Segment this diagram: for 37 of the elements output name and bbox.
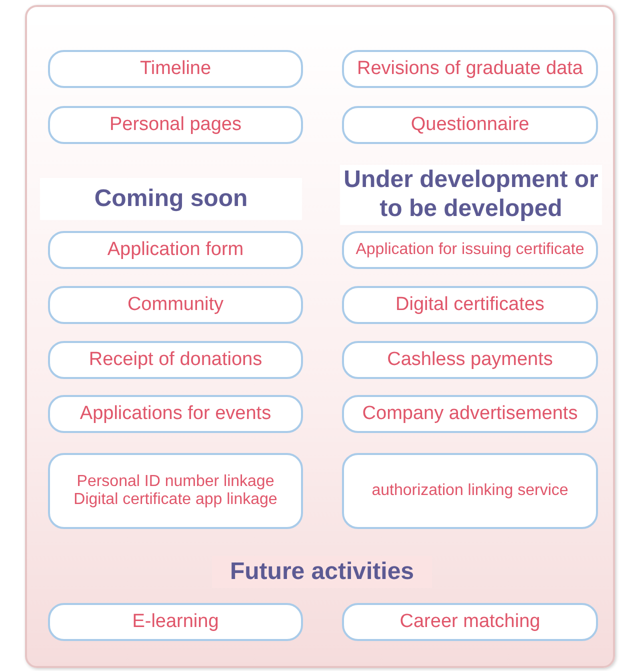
feature-label: Career matching	[400, 611, 540, 633]
feature-label: Personal ID number linkage	[76, 472, 274, 491]
feature-label: Applications for events	[80, 403, 272, 425]
feature-label: authorization linking service	[372, 482, 568, 500]
feature-pill	[342, 50, 598, 88]
feature-pill	[342, 286, 598, 324]
panel-background	[25, 5, 615, 668]
feature-pill	[342, 453, 598, 529]
feature-label: Digital certificates	[396, 294, 544, 316]
feature-pill	[48, 231, 303, 269]
feature-label: Timeline	[140, 58, 212, 80]
feature-label: Digital certificate app linkage	[74, 491, 278, 510]
feature-pill	[342, 603, 598, 641]
feature-pill	[48, 286, 303, 324]
feature-pill	[48, 341, 303, 379]
feature-label: Personal pages	[109, 114, 242, 136]
feature-label: Revisions of graduate data	[356, 58, 584, 80]
feature-label: Receipt of donations	[88, 349, 262, 371]
feature-pill	[48, 106, 303, 144]
feature-label: Application for issuing certificate	[356, 240, 584, 260]
feature-pill	[342, 341, 598, 379]
feature-pill	[48, 603, 303, 641]
feature-pill	[342, 231, 598, 269]
section-heading: Coming soon	[40, 178, 302, 220]
feature-pill	[48, 395, 303, 433]
feature-label: Questionnaire	[410, 114, 530, 136]
feature-label: Company advertisements	[362, 403, 578, 425]
feature-pill	[342, 395, 598, 433]
feature-label: Cashless payments	[387, 349, 553, 371]
feature-pill	[48, 50, 303, 88]
feature-pill	[48, 453, 303, 529]
feature-label: Application form	[107, 239, 244, 261]
feature-label: E-learning	[132, 611, 219, 633]
feature-pill	[342, 106, 598, 144]
section-heading: Under development or to be developed	[340, 165, 602, 225]
feature-label: Community	[127, 294, 224, 316]
section-heading: Future activities	[212, 556, 432, 588]
